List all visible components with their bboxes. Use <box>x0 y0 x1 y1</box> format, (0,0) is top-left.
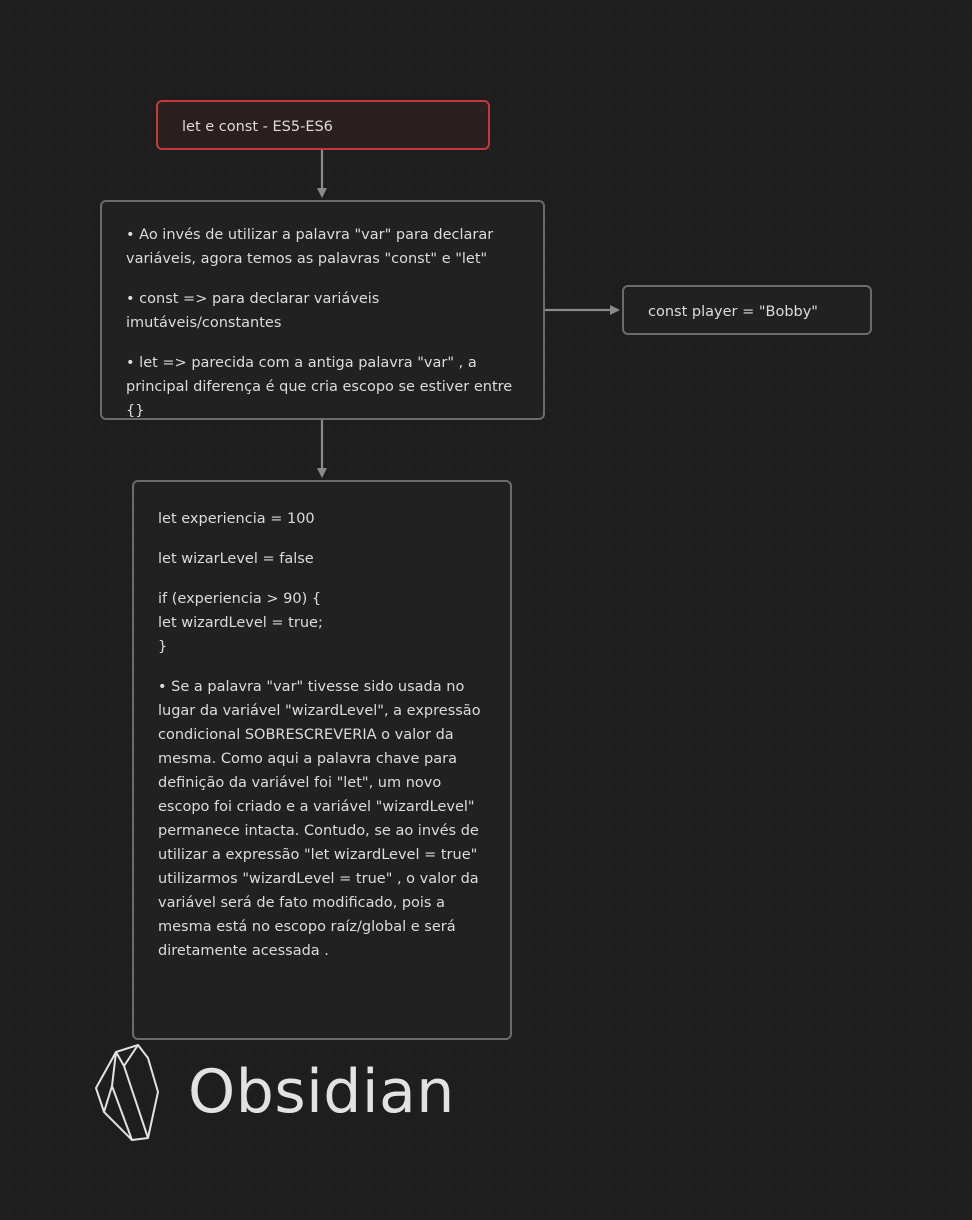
card-player[interactable]: const player = "Bobby" <box>622 285 872 335</box>
note-paragraph: • Ao invés de utilizar a palavra "var" p… <box>126 227 494 267</box>
example-paragraph: let wizarLevel = false <box>158 551 314 567</box>
card-notes[interactable]: • Ao invés de utilizar a palavra "var" p… <box>100 200 545 420</box>
obsidian-logo-icon <box>95 1044 159 1141</box>
example-paragraph: if (experiencia > 90) { let wizardLevel … <box>158 591 323 655</box>
example-paragraph: • Se a palavra "var" tivesse sido usada … <box>158 679 481 959</box>
obsidian-watermark: Obsidian <box>92 1040 455 1144</box>
example-paragraph: let experiencia = 100 <box>158 511 315 527</box>
card-player-text: const player = "Bobby" <box>648 304 818 320</box>
card-title[interactable]: let e const - ES5-ES6 <box>156 100 490 150</box>
card-title-text: let e const - ES5-ES6 <box>182 119 333 135</box>
obsidian-wordmark: Obsidian <box>188 1057 455 1127</box>
note-paragraph: • const => para declarar variáveis imutá… <box>126 291 380 331</box>
note-paragraph: • let => parecida com a antiga palavra "… <box>126 355 513 419</box>
card-example[interactable]: let experiencia = 100 let wizarLevel = f… <box>132 480 512 1040</box>
